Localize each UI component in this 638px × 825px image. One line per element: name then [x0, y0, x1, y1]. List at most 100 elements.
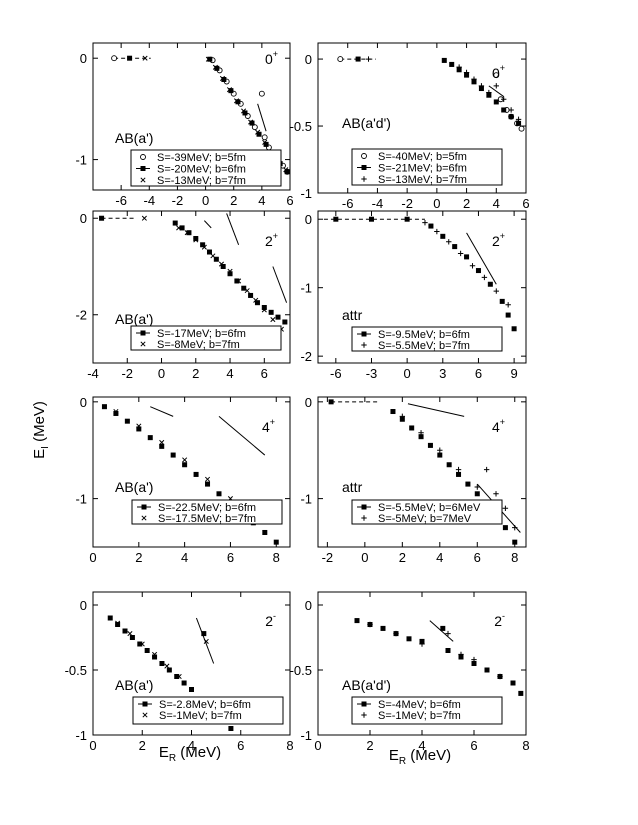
data-point — [471, 656, 477, 663]
legend-marker — [140, 177, 146, 183]
x-tick-label: 6 — [522, 196, 529, 211]
data-point — [464, 254, 470, 260]
data-point — [115, 621, 121, 627]
data-point — [354, 618, 360, 624]
data-point — [487, 281, 493, 287]
method-label: attr — [342, 307, 363, 323]
data-point — [497, 673, 503, 680]
y-axis-title-unit: (MeV) — [31, 401, 48, 446]
trajectory-line — [257, 103, 267, 132]
data-point — [261, 134, 268, 141]
legend-box — [351, 696, 503, 725]
data-point — [501, 107, 507, 113]
x-tick-label: 6 — [227, 550, 234, 565]
data-point — [337, 56, 344, 63]
x-axis-title-left-main: E — [159, 744, 169, 761]
data-point — [248, 292, 254, 298]
data-point — [206, 249, 212, 255]
data-point — [505, 302, 511, 308]
series-2 — [365, 56, 522, 123]
legend-entry: S=-22.5MeV; b=6fm — [158, 502, 256, 514]
x-tick-label: 4 — [226, 366, 233, 381]
data-point — [236, 278, 242, 284]
state-label-value: 0 — [265, 51, 273, 67]
data-point — [147, 435, 153, 441]
y-tick-label: 0 — [305, 598, 312, 613]
data-point — [471, 76, 477, 82]
data-point — [445, 630, 451, 637]
legend-entry: S=-1MeV; b=7fm — [159, 710, 242, 722]
legend-marker — [140, 330, 146, 336]
data-point — [241, 108, 247, 114]
data-point — [115, 620, 121, 626]
data-point — [226, 87, 233, 93]
data-point — [101, 404, 107, 410]
data-point — [182, 457, 188, 463]
series-1 — [422, 219, 511, 308]
legend-box — [351, 326, 503, 352]
data-point — [283, 167, 289, 173]
method-label: AB(a'd') — [342, 115, 391, 131]
state-label-parity: + — [273, 49, 278, 59]
data-point — [511, 326, 517, 332]
data-point — [248, 119, 254, 125]
legend-entry: S=-5MeV; b=7MeV — [378, 513, 472, 525]
y-tick-label: 0 — [305, 395, 312, 410]
y-tick-label: -1 — [75, 153, 87, 168]
state-label: 2- — [494, 611, 505, 629]
state-label-value: 2 — [492, 233, 500, 249]
data-point — [493, 72, 500, 79]
state-label-parity: + — [500, 231, 505, 241]
data-point — [218, 261, 225, 267]
x-axis-title-right-unit: (MeV) — [406, 747, 451, 764]
data-point — [406, 636, 412, 642]
data-point — [440, 625, 446, 631]
x-tick-label: -6 — [342, 196, 354, 211]
legend-marker — [361, 712, 367, 718]
data-point — [493, 288, 499, 294]
state-label-parity: + — [500, 417, 505, 427]
data-point — [136, 423, 142, 429]
y-axis-title-sub: I — [40, 446, 51, 449]
data-point — [258, 90, 265, 97]
y-tick-label: -1 — [75, 492, 87, 507]
state-label: 0+ — [492, 63, 505, 81]
data-point — [409, 425, 415, 431]
y-tick-label: -0.5 — [290, 119, 312, 134]
state-label: 4+ — [262, 417, 275, 435]
x-tick-label: -4 — [144, 193, 156, 208]
data-point — [333, 216, 339, 222]
data-point — [179, 225, 185, 231]
x-tick-label: 8 — [511, 550, 518, 565]
data-point — [445, 647, 451, 653]
data-point — [328, 399, 334, 405]
x-tick-label: 9 — [510, 366, 517, 381]
data-point — [367, 621, 373, 628]
state-label-value: 2 — [265, 613, 273, 629]
legend-marker — [361, 153, 367, 159]
x-axis-title-right-main: E — [389, 747, 399, 764]
state-label-value: 0 — [492, 65, 500, 81]
state-label-value: 2 — [494, 613, 502, 629]
data-point — [518, 690, 524, 696]
x-tick-label: 4 — [188, 738, 195, 753]
x-tick-label: 6 — [286, 193, 293, 208]
data-point — [253, 297, 259, 303]
x-tick-label: -2 — [121, 366, 133, 381]
x-tick-label: -4 — [372, 196, 384, 211]
data-point — [484, 667, 490, 673]
data-point — [502, 525, 508, 531]
x-tick-label: -6 — [330, 366, 342, 381]
x-tick-label: 0 — [202, 193, 209, 208]
data-point — [176, 225, 182, 231]
legend-box — [351, 148, 503, 186]
legend-entry: S=-40MeV; b=5fm — [378, 151, 467, 163]
data-point — [184, 230, 190, 236]
x-tick-label: 0 — [404, 366, 411, 381]
legend-entry: S=-5.5MeV; b=7fm — [378, 340, 470, 352]
legend-box — [131, 499, 283, 525]
data-point — [404, 216, 410, 222]
legend-marker — [141, 515, 147, 521]
data-point — [502, 505, 509, 511]
trajectory-line — [466, 232, 497, 285]
